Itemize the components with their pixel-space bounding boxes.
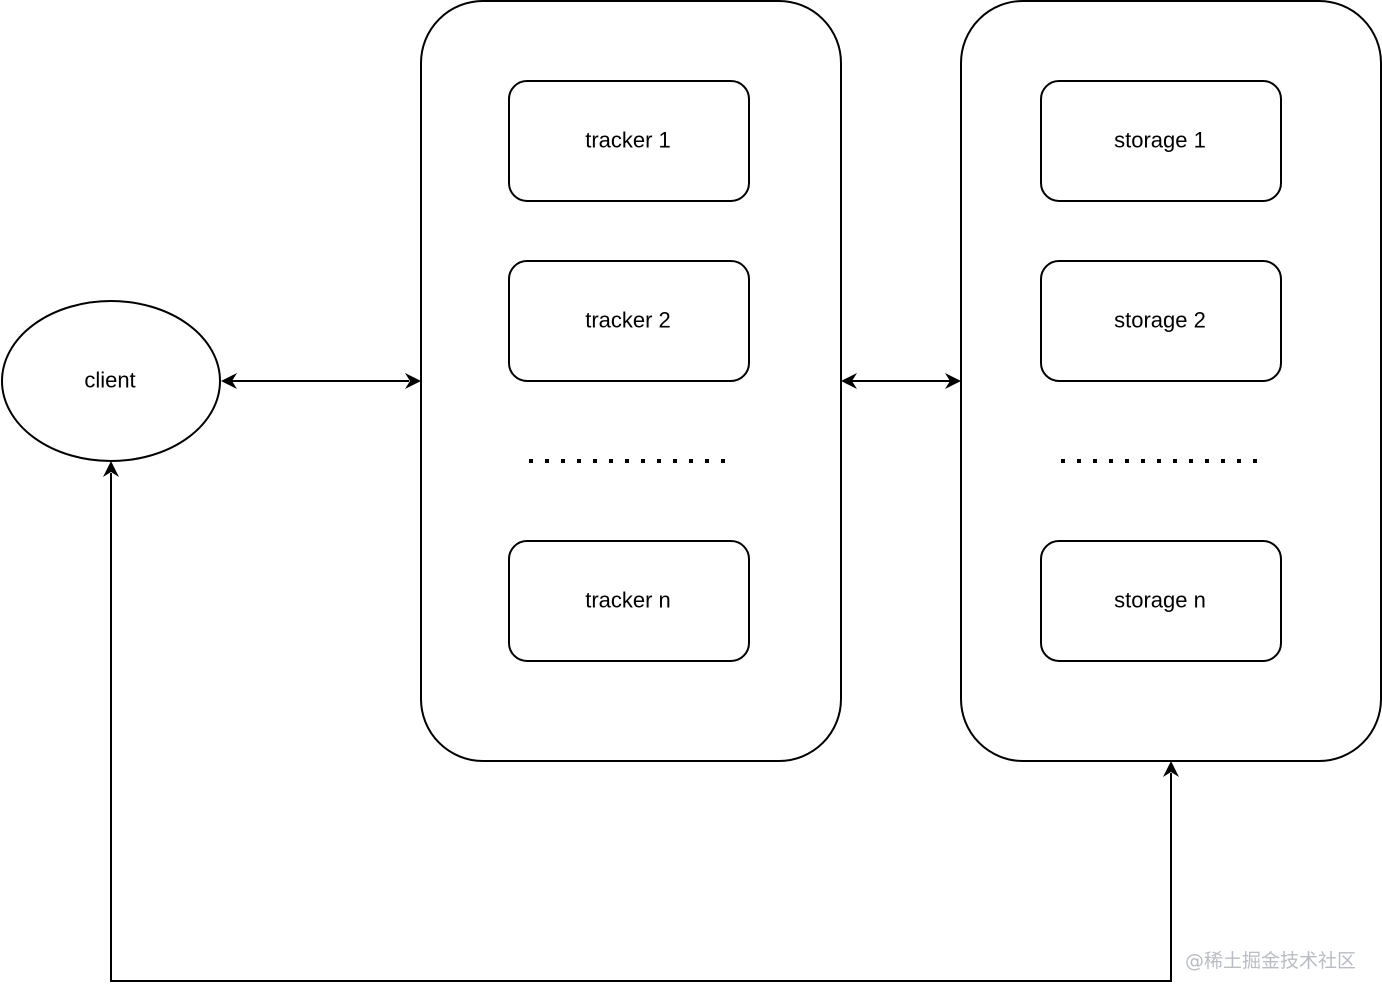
arrowhead-right-icon <box>945 373 961 389</box>
client-label: client <box>84 368 135 393</box>
edge-storage-client[interactable] <box>103 461 1179 982</box>
tracker-node-1[interactable]: tracker 1 <box>508 80 750 202</box>
storage-cluster[interactable]: storage 1 storage 2 storage n <box>960 0 1382 762</box>
storage-node-n-box <box>1040 540 1282 662</box>
tracker-node-2[interactable]: tracker 2 <box>508 260 750 382</box>
storage-node-1-label: storage 1 <box>1114 128 1206 153</box>
storage-node-n[interactable]: storage n <box>1040 540 1282 662</box>
tracker-node-2-box <box>508 260 750 382</box>
storage-node-2[interactable]: storage 2 <box>1040 260 1282 382</box>
storage-node-1[interactable]: storage 1 <box>1040 80 1282 202</box>
tracker-node-n[interactable]: tracker n <box>508 540 750 662</box>
storage-node-1-box <box>1040 80 1282 202</box>
storage-node-2-label: storage 2 <box>1114 308 1206 333</box>
storage-node-n-label: storage n <box>1114 588 1206 613</box>
edge-tracker-storage[interactable] <box>841 373 961 389</box>
edge-storage-client-line <box>110 473 1172 982</box>
arrowhead-left-icon <box>841 373 857 389</box>
tracker-node-n-box <box>508 540 750 662</box>
tracker-node-1-label: tracker 1 <box>585 128 671 153</box>
edge-client-tracker[interactable] <box>221 373 421 389</box>
watermark: @稀土掘金技术社区 <box>1185 950 1356 972</box>
client-node[interactable]: client <box>1 300 221 462</box>
tracker-cluster[interactable]: tracker 1 tracker 2 tracker n <box>420 0 842 762</box>
tracker-node-1-box <box>508 80 750 202</box>
tracker-node-2-label: tracker 2 <box>585 308 671 333</box>
arrowhead-left-icon <box>221 373 237 389</box>
arrowhead-up-icon <box>1163 761 1179 777</box>
arrowhead-up-icon <box>103 461 119 477</box>
storage-node-2-box <box>1040 260 1282 382</box>
tracker-node-n-label: tracker n <box>585 588 671 613</box>
arrowhead-right-icon <box>405 373 421 389</box>
